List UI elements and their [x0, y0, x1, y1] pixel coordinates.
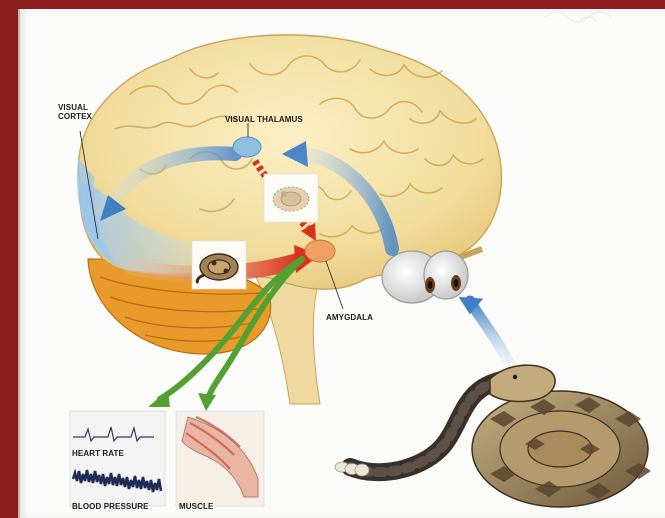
visual-thalamus-label: VISUAL THALAMUS	[225, 115, 303, 124]
brain-illustration	[77, 35, 502, 289]
snake-thumbnail-icon	[264, 174, 318, 222]
arrow-snake-to-eye	[470, 301, 512, 369]
visual-cortex-label-line1: VISUAL	[58, 103, 92, 112]
muscle-leg-icon	[176, 411, 264, 506]
fear-pathway-diagram	[20, 9, 665, 518]
heart-rate-label: HEART RATE	[72, 449, 124, 458]
visual-cortex-label-line2: CORTEX	[58, 112, 92, 121]
eye-icon	[382, 249, 482, 303]
visual-thalamus-node	[233, 137, 261, 157]
snake-thumbnail-icon	[192, 241, 246, 289]
amygdala-node	[305, 240, 335, 262]
visual-cortex-label: VISUAL CORTEX	[58, 103, 92, 121]
rattlesnake-illustration	[335, 365, 651, 507]
amygdala-label: AMYGDALA	[326, 313, 373, 322]
muscle-label: MUSCLE	[179, 502, 213, 511]
rattle	[335, 462, 369, 476]
diagram-frame: VISUAL CORTEX VISUAL THALAMUS AMYGDALA H…	[18, 9, 665, 518]
heart-rate-panel	[70, 411, 165, 506]
watermark-scribble	[545, 12, 611, 22]
blood-pressure-label: BLOOD PRESSURE	[72, 502, 149, 511]
